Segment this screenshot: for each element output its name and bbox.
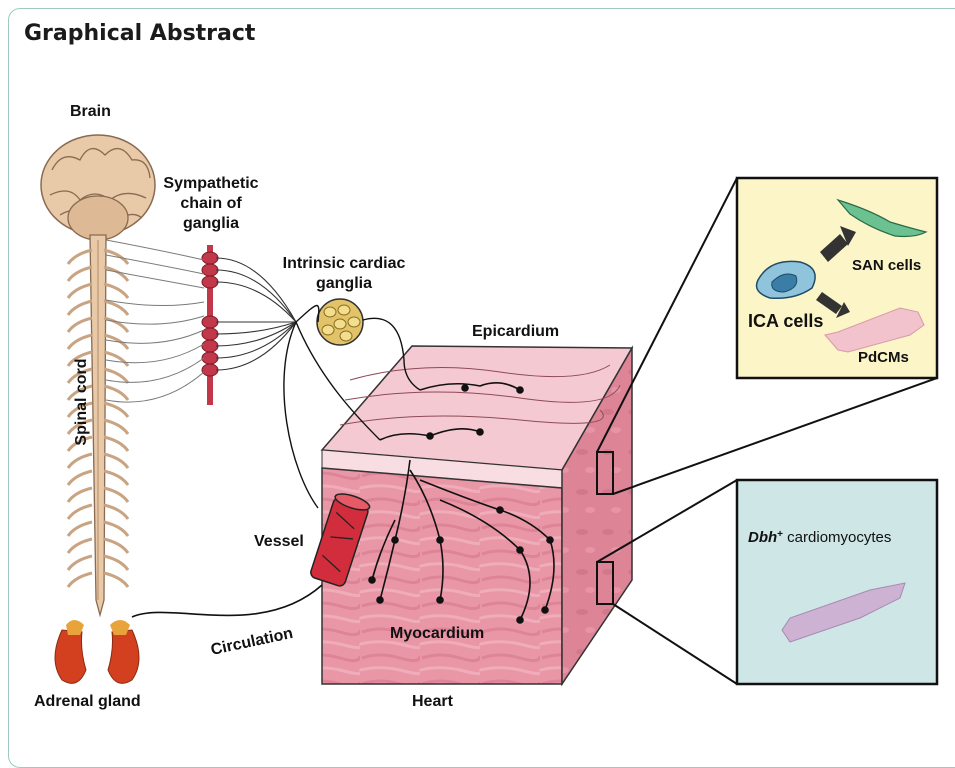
ganglion-node [202, 364, 218, 376]
nerve-varicosity [517, 617, 523, 623]
spinal-nerve [104, 505, 128, 519]
spinal-nerve [104, 386, 128, 400]
nerve-varicosity [437, 597, 443, 603]
spinal-nerve [104, 522, 128, 536]
nerve-varicosity [517, 547, 523, 553]
ganglion-node [202, 264, 218, 276]
ganglion-node [202, 328, 218, 340]
nerve-varicosity [547, 537, 553, 543]
ica-cells-label: ICA cells [748, 311, 823, 331]
sympathetic-label-2: chain of [180, 195, 242, 212]
spinal-nerve [68, 573, 92, 587]
spinal-nerve [104, 556, 128, 570]
spinal-nerve [104, 454, 128, 468]
spinal-nerve [104, 539, 128, 553]
adrenal-gland-label: Adrenal gland [34, 693, 141, 710]
ganglion-node [202, 340, 218, 352]
ganglion-node [202, 352, 218, 364]
vessel-label: Vessel [254, 533, 304, 550]
brain-illustration [41, 135, 155, 240]
nerve-varicosity [497, 507, 503, 513]
spinal-nerve [68, 335, 92, 349]
ganglion-node [202, 252, 218, 264]
spinal-nerve [68, 250, 92, 264]
dbh-label: Dbh+ cardiomyocytes [748, 529, 891, 547]
spinal-nerve [104, 267, 128, 281]
intrinsic-cardiac-ganglion [317, 299, 363, 345]
spinal-nerve [104, 437, 128, 451]
dbh-gene: Dbh [748, 529, 777, 546]
nerve-varicosity [427, 433, 433, 439]
circulation-label: Circulation [209, 625, 294, 659]
sympathetic-label-3: ganglia [183, 215, 239, 232]
spinal-nerve [104, 573, 128, 587]
spinal-nerve [104, 488, 128, 502]
nerve-varicosity [477, 429, 483, 435]
spinal-cord-label: Spinal cord [73, 358, 90, 445]
ganglion-cell [322, 325, 334, 335]
preganglionic-fibers [106, 240, 204, 402]
adrenal-glands [55, 620, 139, 683]
spinal-nerve [68, 318, 92, 332]
ganglion-cell [334, 319, 346, 329]
san-cells-label: SAN cells [852, 257, 921, 274]
spinal-nerve [68, 522, 92, 536]
spinal-nerve [104, 471, 128, 485]
brain-label: Brain [70, 103, 111, 120]
spinal-nerve [68, 556, 92, 570]
spinal-nerve [104, 284, 128, 298]
dbh-cell-text: cardiomyocytes [783, 529, 891, 546]
spinal-nerve [68, 454, 92, 468]
postganglionic-fibers [216, 258, 296, 370]
spinal-nerve [68, 267, 92, 281]
heart-label: Heart [412, 693, 454, 710]
spinal-nerve [104, 403, 128, 417]
spinal-nerve [68, 284, 92, 298]
intrinsic-label-2: ganglia [316, 275, 372, 292]
epicardium-label: Epicardium [472, 323, 559, 340]
intrinsic-label-1: Intrinsic cardiac [283, 255, 406, 272]
nerve-varicosity [517, 387, 523, 393]
spinal-nerve [68, 471, 92, 485]
ganglion-node [202, 316, 218, 328]
ganglion-cell [340, 331, 352, 341]
nerve-varicosity [369, 577, 375, 583]
inset-dbh-cardiomyocytes [737, 480, 937, 684]
nerve-varicosity [377, 597, 383, 603]
spinal-nerve [104, 352, 128, 366]
spinal-nerve [68, 505, 92, 519]
nerve-varicosity [462, 385, 468, 391]
spinal-nerve [68, 488, 92, 502]
sympathetic-label-1: Sympathetic [163, 175, 258, 192]
ganglion-cell [348, 317, 360, 327]
vessel-nerve [284, 322, 318, 508]
ganglion-node [202, 276, 218, 288]
nerve-varicosity [542, 607, 548, 613]
ganglion-cell [324, 307, 336, 317]
myocardium-label: Myocardium [390, 625, 484, 642]
nerve-varicosity [392, 537, 398, 543]
ganglion-cell [338, 305, 350, 315]
inset-ica-differentiation [737, 178, 937, 378]
spinal-nerve [104, 420, 128, 434]
spinal-nerve [104, 369, 128, 383]
spinal-nerve [68, 539, 92, 553]
sympathetic-chain [202, 245, 218, 405]
spinal-nerve [68, 301, 92, 315]
circulation-line [132, 585, 322, 617]
pdcms-label: PdCMs [858, 349, 909, 366]
nerve-varicosity [437, 537, 443, 543]
spinal-cord-illustration [90, 235, 106, 615]
